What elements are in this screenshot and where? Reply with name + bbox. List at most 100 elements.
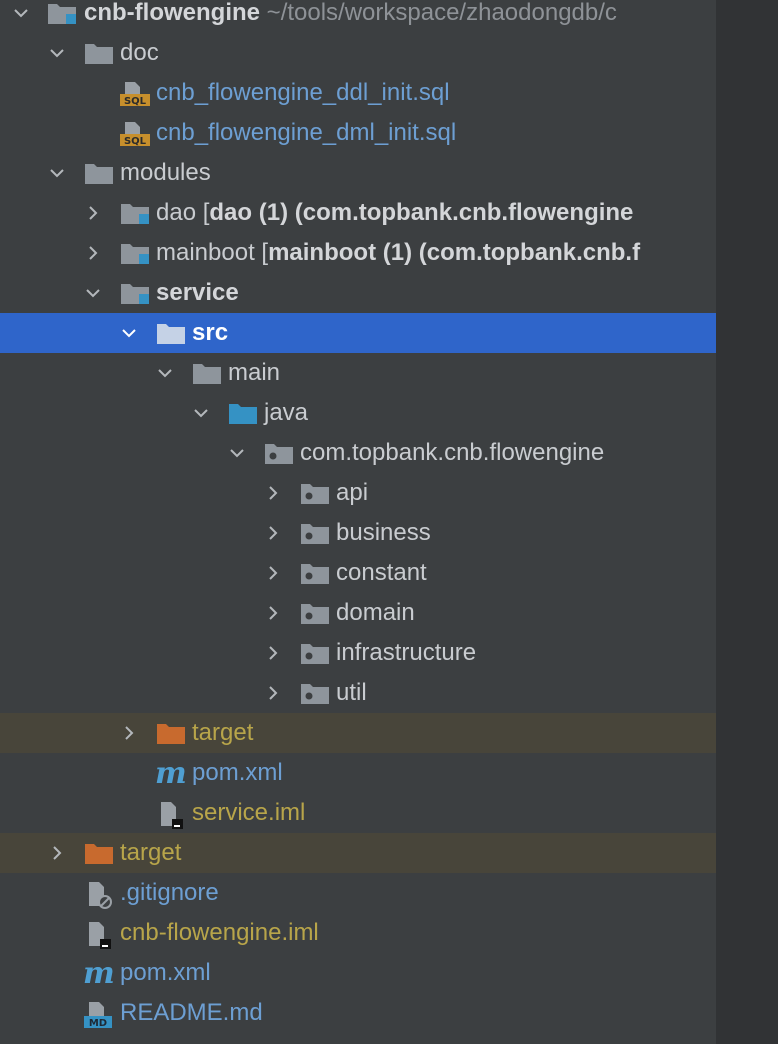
package-label: infrastructure: [336, 639, 477, 666]
maven-icon: m: [155, 753, 187, 793]
chevron-down-icon[interactable]: [228, 433, 246, 473]
tree-row-service-iml[interactable]: service.iml: [0, 793, 716, 833]
ddl-sql-label: cnb_flowengine_ddl_init.sql: [156, 79, 450, 106]
tree-row-package-infrastructure[interactable]: infrastructure: [0, 633, 716, 673]
project-tree: cnb-flowengine ~/tools/workspace/zhaodon…: [0, 0, 716, 1044]
tree-row-package-domain[interactable]: domain: [0, 593, 716, 633]
tree-row-root[interactable]: cnb-flowengine ~/tools/workspace/zhaodon…: [0, 0, 716, 33]
main-label: main: [228, 359, 281, 386]
tree-row-package-api[interactable]: api: [0, 473, 716, 513]
package-icon: [299, 553, 331, 593]
right-gutter: [716, 0, 778, 1044]
mainboot-label: mainboot [mainboot (1) (com.topbank.cnb.…: [156, 239, 641, 266]
chevron-right-icon[interactable]: [84, 233, 102, 273]
package-icon: [299, 513, 331, 553]
tree-row-ddl-sql[interactable]: SQL cnb_flowengine_ddl_init.sql: [0, 73, 716, 113]
iml-file-icon: [83, 913, 115, 953]
module-folder-icon: [46, 1033, 78, 1044]
svg-text:MD: MD: [89, 1018, 107, 1029]
chevron-down-icon[interactable]: [48, 33, 66, 73]
package-label: com.topbank.cnb.flowengine: [300, 439, 605, 466]
tree-row-package[interactable]: com.topbank.cnb.flowengine: [0, 433, 716, 473]
excluded-folder-icon: [83, 833, 115, 873]
tree-row-main[interactable]: main: [0, 353, 716, 393]
tree-row-package-constant[interactable]: constant: [0, 553, 716, 593]
src-label: src: [192, 319, 229, 346]
package-icon: [299, 633, 331, 673]
folder-icon: [83, 33, 115, 73]
source-folder-icon: [227, 393, 259, 433]
tree-row-service[interactable]: service: [0, 273, 716, 313]
ignore-file-icon: [83, 873, 115, 913]
modules-label: modules: [120, 159, 211, 186]
sql-file-icon: SQL: [119, 113, 151, 153]
svg-text:m: m: [155, 760, 187, 788]
root-pom-label: pom.xml: [120, 959, 211, 986]
tree-row-java[interactable]: java: [0, 393, 716, 433]
folder-icon: [191, 353, 223, 393]
svg-text:m: m: [83, 960, 115, 988]
chevron-right-icon[interactable]: [264, 473, 282, 513]
chevron-down-icon[interactable]: [12, 0, 30, 33]
module-folder-icon: [119, 273, 151, 313]
service-pom-label: pom.xml: [192, 759, 283, 786]
chevron-right-icon[interactable]: [264, 673, 282, 713]
root-target-label: target: [120, 839, 182, 866]
tree-row-gitignore[interactable]: .gitignore: [0, 873, 716, 913]
markdown-file-icon: MD: [83, 993, 115, 1033]
tree-row-root-pom[interactable]: m pom.xml: [0, 953, 716, 993]
package-icon: [299, 673, 331, 713]
tree-row-service-pom[interactable]: m pom.xml: [0, 753, 716, 793]
package-label: domain: [336, 599, 415, 626]
root-label: cnb-flowengine ~/tools/workspace/zhaodon…: [84, 0, 617, 26]
module-folder-icon: [119, 193, 151, 233]
tree-row-root-target[interactable]: target: [0, 833, 716, 873]
tree-row-service-target[interactable]: target: [0, 713, 716, 753]
chevron-right-icon[interactable]: [264, 593, 282, 633]
tree-row-modules[interactable]: modules: [0, 153, 716, 193]
chevron-right-icon[interactable]: [264, 633, 282, 673]
tree-row-clipped: [0, 1033, 716, 1044]
doc-label: doc: [120, 39, 159, 66]
package-label: business: [336, 519, 431, 546]
chevron-down-icon[interactable]: [192, 393, 210, 433]
chevron-down-icon[interactable]: [48, 153, 66, 193]
chevron-right-icon[interactable]: [264, 513, 282, 553]
package-icon: [263, 433, 295, 473]
gitignore-label: .gitignore: [120, 879, 219, 906]
package-label: api: [336, 479, 369, 506]
chevron-down-icon[interactable]: [156, 353, 174, 393]
tree-row-doc[interactable]: doc: [0, 33, 716, 73]
java-label: java: [264, 399, 309, 426]
tree-row-root-iml[interactable]: cnb-flowengine.iml: [0, 913, 716, 953]
tree-row-mainboot[interactable]: mainboot [mainboot (1) (com.topbank.cnb.…: [0, 233, 716, 273]
service-label: service: [156, 279, 239, 306]
package-label: util: [336, 679, 367, 706]
svg-text:SQL: SQL: [124, 136, 147, 147]
dml-sql-label: cnb_flowengine_dml_init.sql: [156, 119, 457, 146]
chevron-right-icon[interactable]: [264, 553, 282, 593]
module-folder-icon: [119, 233, 151, 273]
readme-label: README.md: [120, 999, 263, 1026]
tree-row-package-business[interactable]: business: [0, 513, 716, 553]
tree-row-dao[interactable]: dao [dao (1) (com.topbank.cnb.flowengine: [0, 193, 716, 233]
iml-file-icon: [155, 793, 187, 833]
chevron-down-icon[interactable]: [120, 313, 138, 353]
chevron-right-icon[interactable]: [120, 713, 138, 753]
module-folder-icon: [46, 0, 78, 33]
maven-icon: m: [83, 953, 115, 993]
svg-text:SQL: SQL: [124, 96, 147, 107]
tree-row-dml-sql[interactable]: SQL cnb_flowengine_dml_init.sql: [0, 113, 716, 153]
dao-label: dao [dao (1) (com.topbank.cnb.flowengine: [156, 199, 634, 226]
package-icon: [299, 473, 331, 513]
tree-row-package-util[interactable]: util: [0, 673, 716, 713]
service-target-label: target: [192, 719, 254, 746]
service-iml-label: service.iml: [192, 799, 306, 826]
root-iml-label: cnb-flowengine.iml: [120, 919, 319, 946]
tree-row-src[interactable]: src: [0, 313, 716, 353]
folder-icon: [155, 313, 187, 353]
chevron-down-icon[interactable]: [84, 273, 102, 313]
tree-row-readme[interactable]: MD README.md: [0, 993, 716, 1033]
chevron-right-icon[interactable]: [48, 833, 66, 873]
chevron-right-icon[interactable]: [84, 193, 102, 233]
